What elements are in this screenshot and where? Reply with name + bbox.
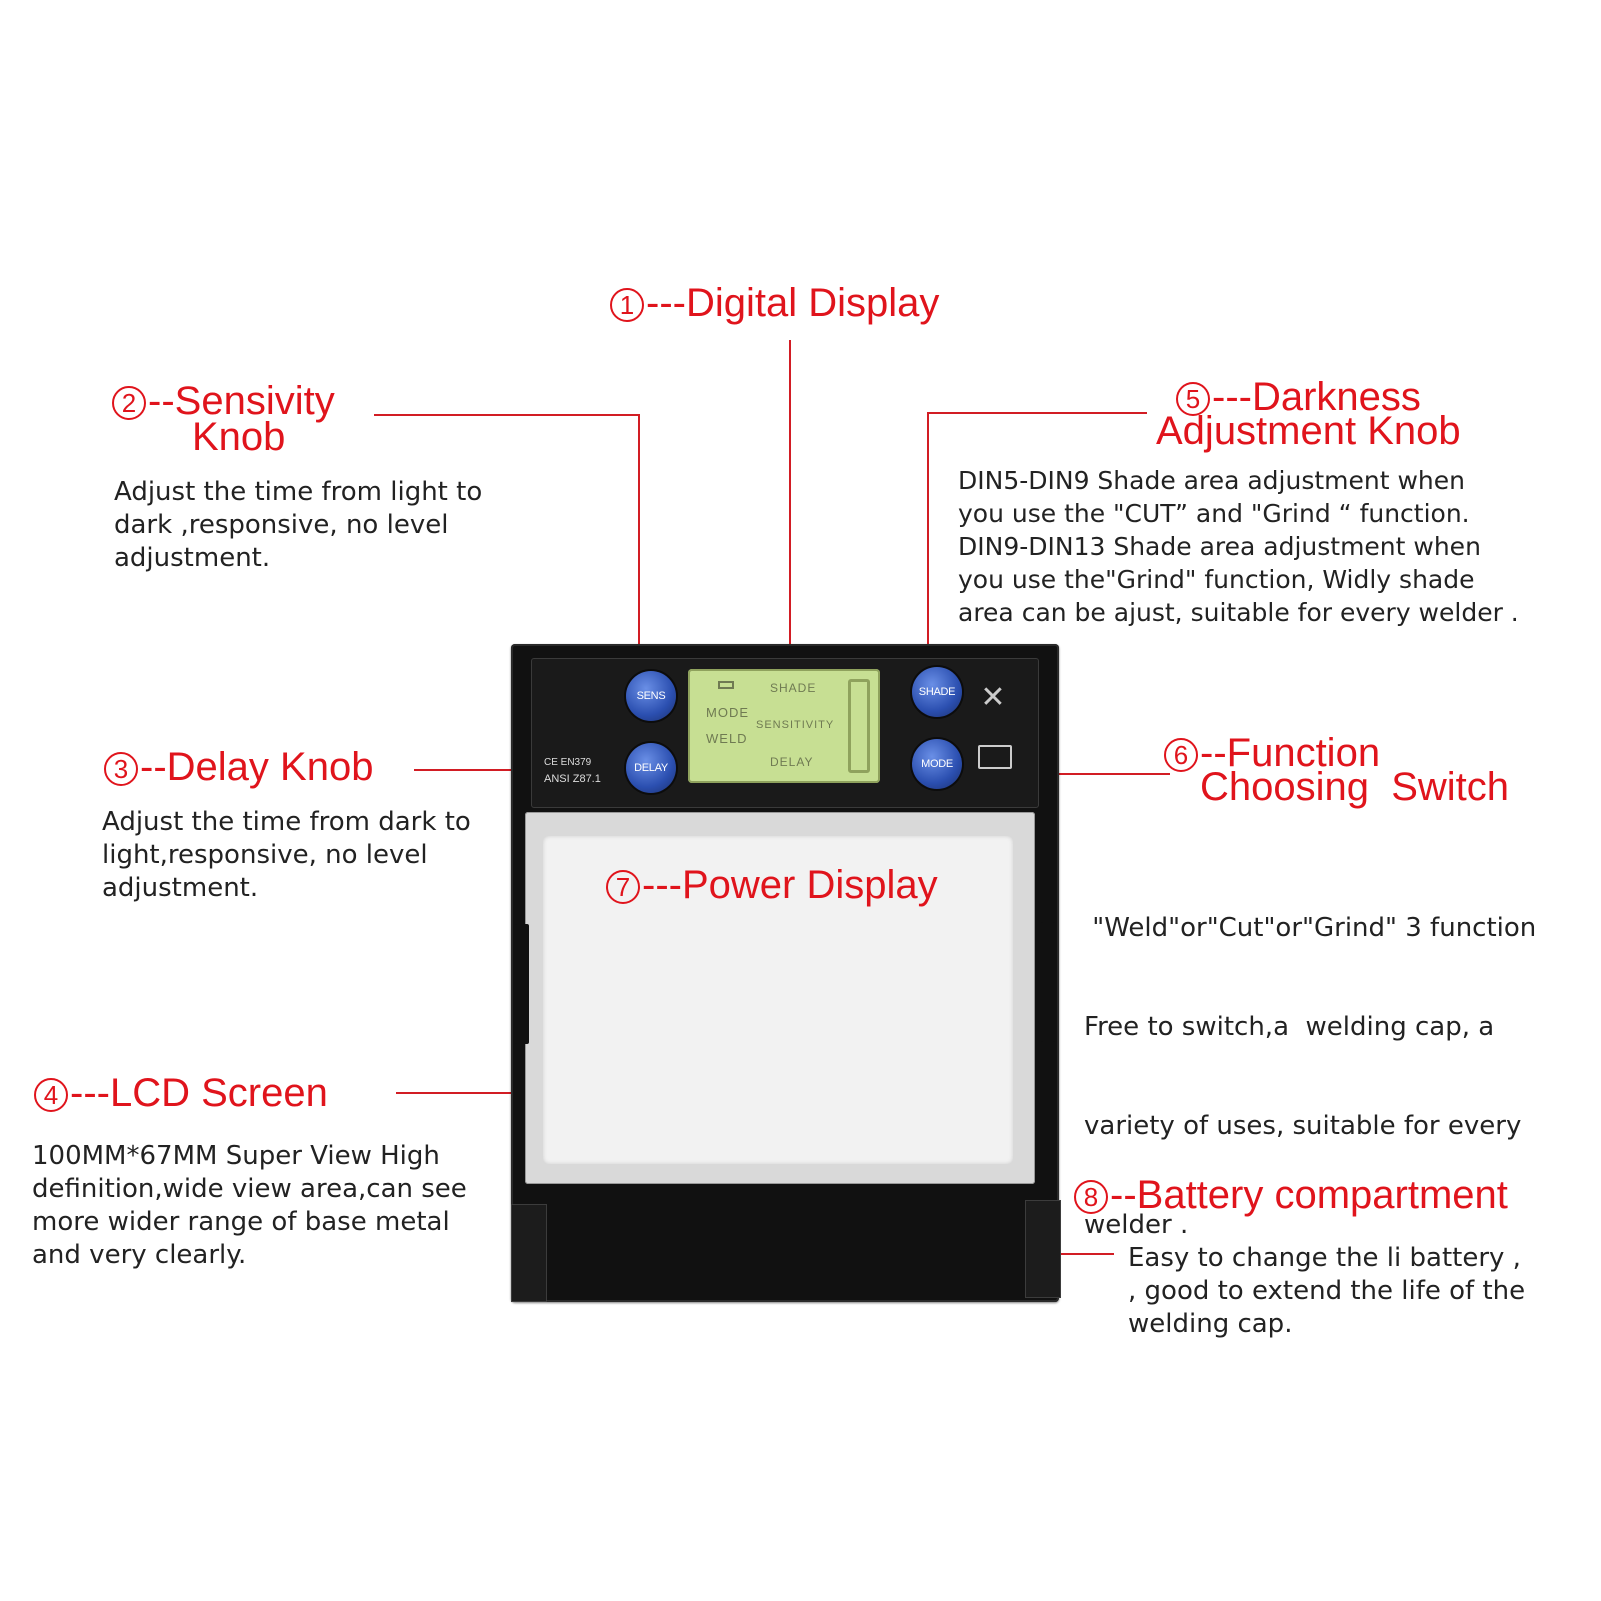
desc-line: DIN9-DIN13 Shade area adjustment when [958, 532, 1481, 561]
callout-title-line1: ---Darkness [1212, 375, 1421, 419]
delay-knob[interactable]: DELAY [626, 743, 676, 793]
desc-line: adjustment. [114, 543, 271, 573]
callout-number: 4 [34, 1078, 68, 1113]
callout-sensivity-knob-line2: Knob [192, 415, 286, 459]
leader-digital-display [789, 340, 791, 680]
desc-darkness-knob: DIN5-DIN9 Shade area adjustment when you… [958, 464, 1519, 629]
control-panel: SENS DELAY SHADE MODE SHADE MODE SENSITI… [531, 658, 1039, 808]
callout-number: 7 [606, 870, 640, 905]
callout-delay-knob: 3--Delay Knob [104, 747, 373, 787]
callout-title: --Battery compartment [1110, 1173, 1508, 1217]
callout-darkness-knob: 5---Darkness [1176, 377, 1421, 417]
desc-line: Free to switch,a welding cap, a [1084, 1012, 1495, 1042]
callout-number: 3 [104, 752, 138, 787]
leader-battery [1034, 1253, 1114, 1255]
callout-battery: 8--Battery compartment [1074, 1175, 1508, 1215]
callout-number: 5 [1176, 382, 1210, 417]
leader-lcd-screen [396, 1092, 616, 1094]
shade-digit-icon [848, 679, 870, 773]
callout-lcd-screen: 4---LCD Screen [34, 1073, 328, 1113]
callout-title: ---Power Display [642, 863, 938, 907]
mode-knob[interactable]: MODE [912, 739, 962, 789]
callout-number: 1 [610, 288, 644, 323]
leader-darkness [927, 412, 1147, 414]
right-clip [1041, 922, 1055, 1042]
callout-number: 2 [112, 386, 146, 421]
desc-line: and very clearly. [32, 1240, 247, 1270]
callout-title-line1: --Sensivity [148, 379, 335, 423]
battery-compartment[interactable] [1025, 1200, 1061, 1298]
desc-line: welding cap. [1128, 1309, 1293, 1339]
lcd-mode-label: MODE [706, 705, 749, 720]
leader-sensivity-drop [638, 414, 640, 692]
desc-line: light,responsive, no level [102, 840, 428, 870]
callout-number: 6 [1164, 738, 1198, 773]
desc-line: you use the"Grind" function, Widly shade [958, 565, 1475, 594]
desc-line: adjustment. [102, 873, 259, 903]
auto-darkening-filter: SENS DELAY SHADE MODE SHADE MODE SENSITI… [511, 644, 1061, 1302]
desc-line: DIN5-DIN9 Shade area adjustment when [958, 466, 1466, 495]
desc-delay-knob: Adjust the time from dark to light,respo… [102, 806, 471, 905]
callout-power-display: 7---Power Display [606, 865, 938, 905]
desc-line: "Weld"or"Cut"or"Grind" 3 function [1084, 913, 1537, 943]
callout-title: ---Digital Display [646, 281, 940, 325]
lcd-delay-label: DELAY [770, 755, 814, 769]
callout-function-switch: 6--Function [1164, 733, 1380, 773]
desc-lcd-screen: 100MM*67MM Super View High definition,wi… [32, 1140, 467, 1272]
marking-en379: CE EN379 [544, 757, 592, 768]
callout-title: ---LCD Screen [70, 1071, 328, 1115]
desc-function-switch: "Weld"or"Cut"or"Grind" 3 function Free t… [1084, 846, 1536, 1308]
desc-line: definition,wide view area,can see [32, 1174, 467, 1204]
leader-darkness-drop [927, 412, 929, 684]
desc-line: 100MM*67MM Super View High [32, 1141, 440, 1171]
desc-line: welder . [1084, 1210, 1189, 1240]
desc-line: you use the "CUT” and "Grind “ function. [958, 499, 1470, 528]
shade-knob[interactable]: SHADE [912, 667, 962, 717]
callout-title-line1: --Function [1200, 731, 1381, 775]
desc-line: variety of uses, suitable for every [1084, 1111, 1522, 1141]
callout-sensivity-knob: 2--Sensivity [112, 381, 335, 421]
callout-darkness-knob-line2: Adjustment Knob [1156, 409, 1461, 453]
lcd-sensitivity-label: SENSITIVITY [756, 719, 835, 731]
leader-sensivity [374, 414, 639, 416]
marking-ansi: ANSI Z87.1 [544, 773, 601, 785]
desc-line: , good to extend the life of the [1128, 1276, 1526, 1306]
sens-knob[interactable]: SENS [626, 671, 676, 721]
desc-line: area can be ajust, suitable for every we… [958, 598, 1519, 627]
left-clip [515, 924, 529, 1044]
callout-digital-display: 1---Digital Display [610, 283, 939, 323]
desc-line: Adjust the time from light to [114, 477, 483, 507]
desc-line: more wider range of base metal [32, 1207, 450, 1237]
lcd-weld-label: WELD [706, 731, 748, 746]
callout-number: 8 [1074, 1180, 1108, 1215]
desc-sensivity-knob: Adjust the time from light to dark ,resp… [114, 476, 482, 575]
callout-title: --Delay Knob [140, 745, 374, 789]
manual-book-icon [978, 745, 1012, 769]
desc-battery: Easy to change the li battery , , good t… [1128, 1242, 1525, 1341]
digital-display: SHADE MODE SENSITIVITY WELD DELAY [688, 669, 880, 783]
callout-function-switch-line2: Choosing Switch [1200, 765, 1510, 809]
desc-line: Easy to change the li battery , [1128, 1243, 1521, 1273]
desc-line: Adjust the time from dark to [102, 807, 471, 837]
lcd-shade-label: SHADE [770, 681, 817, 695]
disposal-bin-icon: ✕ [980, 681, 1006, 714]
left-tab [511, 1204, 547, 1302]
power-indicator-icon [718, 681, 734, 689]
desc-line: dark ,responsive, no level [114, 510, 449, 540]
leader-function [958, 773, 1170, 775]
